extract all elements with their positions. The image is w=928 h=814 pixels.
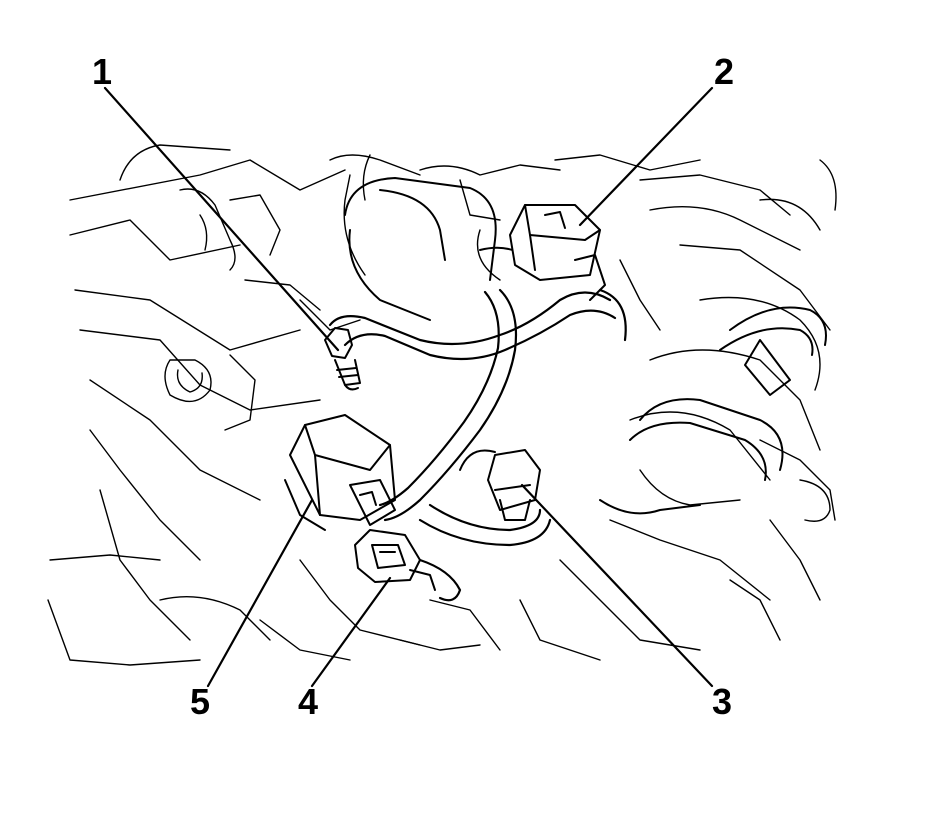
- connector-5: [284, 414, 396, 531]
- callout-2: 2: [713, 51, 735, 92]
- leader-3: [520, 483, 714, 688]
- sensor-1: [324, 327, 361, 391]
- leader-1: [103, 86, 340, 352]
- coolant-hoses: [599, 306, 827, 515]
- leader-5: [206, 498, 314, 688]
- callout-3: 3: [711, 681, 733, 722]
- connector-3: [459, 449, 541, 521]
- leader-4: [310, 576, 392, 688]
- leader-2: [578, 86, 714, 227]
- wiring-harness: [328, 288, 627, 602]
- callout-5: 5: [189, 681, 211, 722]
- connector-4: [354, 529, 436, 591]
- leader-lines: [103, 86, 714, 688]
- connector-2: [509, 204, 606, 301]
- callout-4: 4: [297, 681, 319, 722]
- callout-1: 1: [91, 51, 113, 92]
